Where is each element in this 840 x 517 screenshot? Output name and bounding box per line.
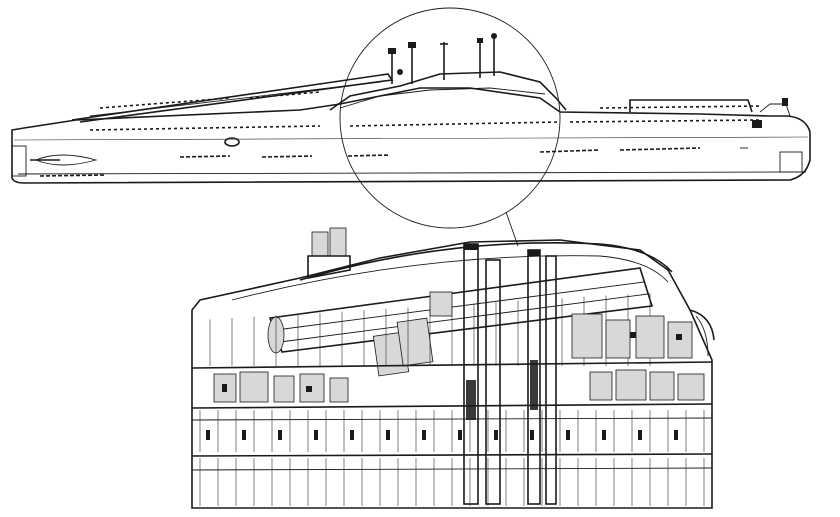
fitting <box>314 430 318 440</box>
cutaway-frame <box>191 239 713 509</box>
hull-hatch-rows <box>39 91 761 177</box>
bow-sonar-icon <box>34 154 98 166</box>
fitting <box>242 430 246 440</box>
fitting <box>602 430 606 440</box>
fitting <box>386 430 390 440</box>
inclined-missile-tube <box>267 267 654 377</box>
fitting <box>638 430 642 440</box>
machinery-blocks <box>213 313 705 403</box>
fitting <box>278 430 282 440</box>
fitting <box>530 430 534 440</box>
magnifier-circle <box>339 7 561 247</box>
missile-deck-casing <box>71 73 394 123</box>
sail-outline <box>329 71 567 111</box>
cutaway-detail-view <box>191 227 715 509</box>
vent-stacks <box>307 227 351 279</box>
fitting <box>350 430 354 440</box>
submarine-side-profile <box>11 33 811 184</box>
center-trunks <box>463 243 557 505</box>
fitting <box>494 430 498 440</box>
fitting <box>566 430 570 440</box>
fitting <box>674 430 678 440</box>
fitting <box>458 430 462 440</box>
fitting <box>206 430 210 440</box>
fitting <box>422 430 426 440</box>
periscope-masts <box>388 33 497 84</box>
hull-outline <box>11 87 811 184</box>
compartment-grid <box>199 293 705 506</box>
